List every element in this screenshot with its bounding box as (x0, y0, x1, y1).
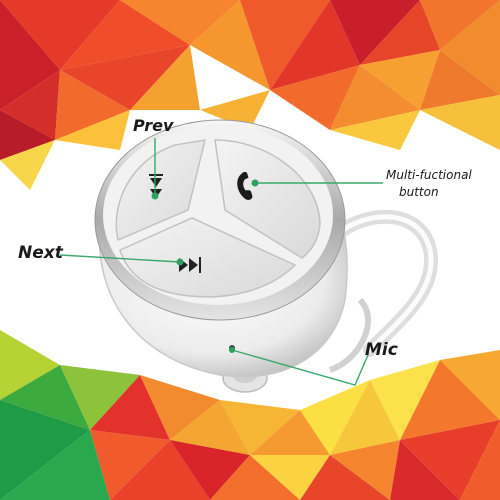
multi-function-button[interactable] (214, 139, 321, 259)
multi-function-label-line1: Multi-fuctional (386, 168, 472, 182)
next-button[interactable] (119, 217, 297, 298)
mic-callout-dot (229, 347, 235, 353)
background-top-polygons (0, 0, 500, 190)
next-callout-dot (176, 258, 184, 266)
mic-label: Mic (365, 340, 398, 360)
ear-hook (323, 209, 439, 373)
next-callout-line (59, 254, 181, 263)
next-label: Next (18, 243, 63, 263)
background-bottom-polygons (0, 330, 500, 500)
prev-label: Prev (133, 116, 174, 135)
multi-callout-dot (251, 179, 259, 187)
callout-dots (151, 179, 259, 353)
multi-function-label: Multi-fuctional button (386, 167, 472, 201)
multi-function-label-line2: button (399, 185, 439, 199)
prev-callout-dot (151, 192, 159, 200)
phone-handset-icon (237, 171, 253, 200)
mic-callout-line (231, 349, 369, 386)
callout-lines (59, 138, 383, 386)
